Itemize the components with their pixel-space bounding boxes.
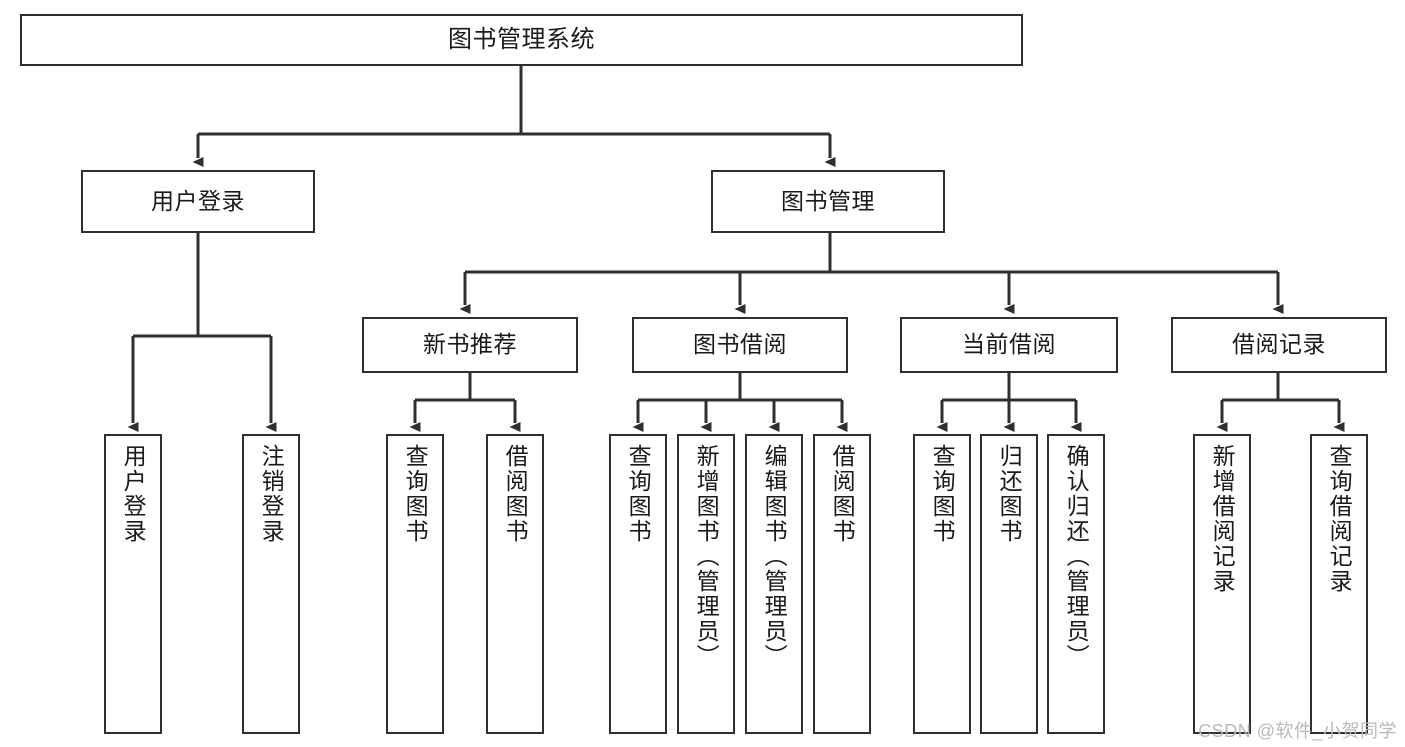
leaf-borrow-book[interactable]: 借阅图书: [813, 434, 871, 734]
node-label: 新增图书（管理员）: [693, 444, 720, 669]
node-label: 查询图书: [402, 444, 429, 544]
node-label: 新增借阅记录: [1209, 444, 1236, 594]
node-borrow-record[interactable]: 借阅记录: [1171, 317, 1387, 373]
leaf-borrow-book-recommend[interactable]: 借阅图书: [486, 434, 544, 734]
node-current-borrow[interactable]: 当前借阅: [900, 317, 1118, 373]
node-new-book-recommend[interactable]: 新书推荐: [362, 317, 578, 373]
node-label: 查询图书: [625, 444, 652, 544]
leaf-add-book-admin[interactable]: 新增图书（管理员）: [677, 434, 735, 734]
leaf-query-book-recommend[interactable]: 查询图书: [386, 434, 444, 734]
node-user-login[interactable]: 用户登录: [81, 170, 315, 233]
node-label: 查询图书: [929, 444, 956, 544]
csdn-watermark: CSDN @软件_小贺同学: [1198, 721, 1397, 741]
node-label: 用户登录: [151, 187, 245, 214]
leaf-logout[interactable]: 注销登录: [242, 434, 300, 734]
leaf-edit-book-admin[interactable]: 编辑图书（管理员）: [745, 434, 803, 734]
node-label: 编辑图书（管理员）: [761, 444, 788, 669]
node-book-borrow[interactable]: 图书借阅: [632, 317, 848, 373]
node-label: 新书推荐: [423, 331, 517, 358]
node-label: 借阅图书: [829, 444, 856, 544]
node-label: 借阅记录: [1232, 331, 1326, 358]
leaf-return-book[interactable]: 归还图书: [980, 434, 1038, 734]
node-label: 图书管理: [781, 187, 875, 214]
leaf-query-book-current[interactable]: 查询图书: [913, 434, 971, 734]
leaf-user-login[interactable]: 用户登录: [104, 434, 162, 734]
node-book-management[interactable]: 图书管理: [711, 170, 945, 233]
node-label: 归还图书: [996, 444, 1023, 544]
node-root-book-management-system[interactable]: 图书管理系统: [20, 14, 1023, 66]
node-label: 查询借阅记录: [1326, 444, 1353, 594]
node-label: 图书借阅: [693, 331, 787, 358]
leaf-add-borrow-record[interactable]: 新增借阅记录: [1193, 434, 1251, 734]
node-label: 当前借阅: [962, 331, 1056, 358]
node-label: 注销登录: [258, 444, 285, 544]
leaf-confirm-return-admin[interactable]: 确认归还（管理员）: [1047, 434, 1105, 734]
node-label: 借阅图书: [502, 444, 529, 544]
node-label: 确认归还（管理员）: [1063, 444, 1090, 669]
node-label: 用户登录: [120, 444, 147, 544]
leaf-query-book-borrow[interactable]: 查询图书: [609, 434, 667, 734]
leaf-query-borrow-record[interactable]: 查询借阅记录: [1310, 434, 1368, 734]
node-label: 图书管理系统: [448, 25, 595, 53]
